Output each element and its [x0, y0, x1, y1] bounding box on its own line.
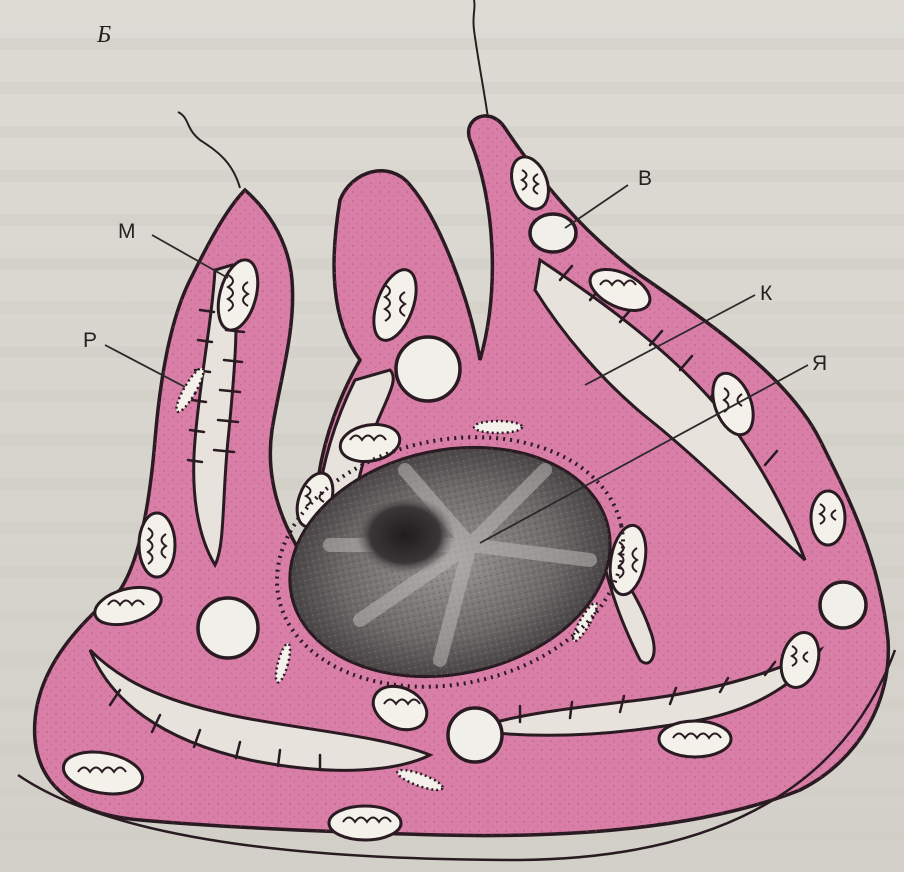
leader-V — [565, 185, 628, 228]
vesicle — [820, 582, 866, 628]
nucleolus — [355, 495, 455, 575]
panel-letter: Б — [96, 22, 111, 48]
vesicle — [448, 708, 502, 762]
vesicle — [530, 214, 576, 252]
vesicle — [198, 598, 258, 658]
mitochondrion — [811, 491, 845, 545]
mitochondrion — [139, 513, 175, 577]
label-M: М — [118, 220, 136, 243]
label-K: К — [760, 282, 773, 305]
label-R: Р — [83, 329, 97, 352]
cilium-right — [473, 0, 488, 118]
vesicle — [396, 337, 460, 401]
label-Ya: Я — [812, 352, 827, 375]
mitochondrion — [329, 806, 401, 840]
cilium-left — [178, 112, 240, 188]
er-cistern — [474, 421, 522, 433]
label-V: В — [638, 167, 652, 190]
mitochondrion — [659, 721, 731, 757]
